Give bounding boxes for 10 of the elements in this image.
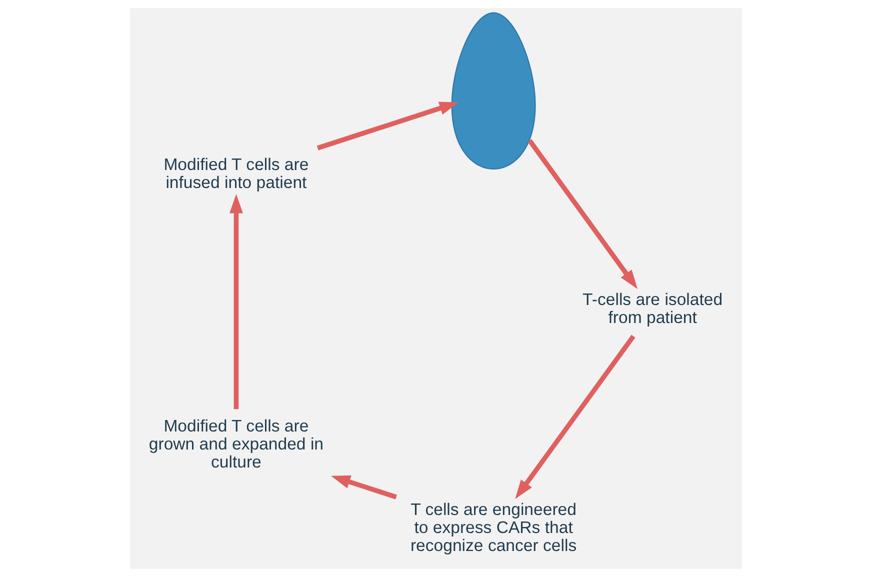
node-text: T-cells are isolated from patient (582, 290, 723, 328)
node-text: Modified T cells are infused into patient (164, 154, 309, 192)
arrow (331, 475, 397, 500)
arrow (229, 194, 243, 410)
node-text: T cells are engineered to express CARs that recognize cancer cells (410, 500, 577, 556)
node-text: Modified T cells are grown and expanded in culture (148, 416, 324, 472)
node-person (451, 12, 536, 170)
arrow (316, 102, 459, 150)
arrow (528, 139, 638, 290)
arrow (515, 334, 636, 499)
